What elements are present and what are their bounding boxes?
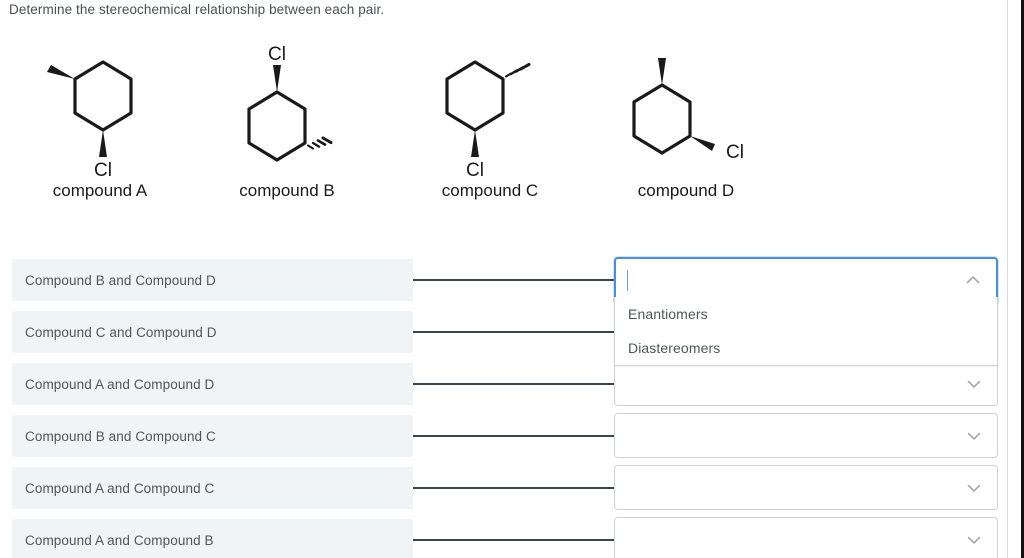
pair-item-1[interactable]: Compound B and Compound D — [12, 259, 413, 301]
connector-line-4 — [413, 435, 616, 437]
pair-item-4[interactable]: Compound B and Compound C — [12, 415, 413, 457]
pair-label: Compound B and Compound C — [25, 428, 216, 444]
chevron-up-icon[interactable] — [964, 271, 982, 289]
compound-A-label: compound A — [52, 181, 148, 200]
pair-label: Compound C and Compound D — [25, 324, 217, 340]
chevron-down-icon[interactable] — [965, 531, 983, 549]
dropdown-option-enantiomers[interactable]: Enantiomers — [615, 297, 997, 331]
relationship-select-6[interactable] — [614, 517, 998, 558]
pair-item-5[interactable]: Compound A and Compound C — [12, 467, 413, 509]
relationship-select-3[interactable] — [614, 361, 998, 406]
relationship-select-1[interactable] — [614, 257, 998, 302]
pair-label: Compound A and Compound D — [25, 376, 215, 392]
chevron-down-icon[interactable] — [965, 375, 983, 393]
table-row: Compound A and Compound D — [0, 359, 1007, 411]
chlorine-label: Cl — [466, 160, 484, 181]
chlorine-label: Cl — [94, 160, 112, 181]
compound-D-label: compound D — [637, 181, 735, 200]
compound-B-label: compound B — [239, 181, 335, 200]
text-caret — [627, 270, 628, 291]
compound-C-label: compound C — [441, 181, 539, 200]
compound-D-figure: Cl compound D — [586, 38, 786, 213]
page-title: Determine the stereochemical relationshi… — [9, 2, 385, 17]
methyl-dash-bond — [306, 136, 333, 150]
chevron-down-icon[interactable] — [965, 427, 983, 445]
methyl-wedge-bond — [47, 65, 75, 79]
pair-label: Compound A and Compound B — [25, 532, 214, 548]
chlorine-wedge-bond — [99, 130, 107, 157]
chlorine-wedge-bond — [273, 65, 281, 92]
dropdown-options-panel: Enantiomers Diastereomers — [614, 297, 998, 366]
connector-line-6 — [413, 539, 616, 541]
table-row: Compound B and Compound C — [0, 411, 1007, 463]
chlorine-label: Cl — [268, 44, 286, 65]
dropdown-option-diastereomers[interactable]: Diastereomers — [615, 331, 997, 365]
pair-label: Compound A and Compound C — [25, 480, 215, 496]
compound-B-figure: Cl compound B — [187, 38, 387, 213]
option-label: Enantiomers — [628, 306, 708, 322]
methyl-wedge-bond — [658, 58, 666, 85]
chlorine-wedge-bond — [690, 136, 715, 151]
connector-line-5 — [413, 487, 616, 489]
methyl-dash-bond — [504, 62, 531, 78]
connector-line-2 — [413, 331, 616, 333]
pair-item-3[interactable]: Compound A and Compound D — [12, 363, 413, 405]
chlorine-label: Cl — [726, 142, 744, 163]
relationship-select-4[interactable] — [614, 413, 998, 458]
window-right-edge — [1021, 0, 1024, 558]
pair-item-6[interactable]: Compound A and Compound B — [12, 519, 413, 558]
relationship-select-5[interactable] — [614, 465, 998, 510]
pair-item-2[interactable]: Compound C and Compound D — [12, 311, 413, 353]
pair-label: Compound B and Compound D — [25, 272, 216, 288]
table-row: Compound A and Compound B — [0, 515, 1007, 558]
table-row: Compound B and Compound D — [0, 255, 1007, 307]
chevron-down-icon[interactable] — [965, 479, 983, 497]
scrollbar-gutter[interactable] — [1007, 0, 1024, 558]
option-label: Diastereomers — [628, 340, 721, 356]
table-row: Compound A and Compound C — [0, 463, 1007, 515]
connector-line-3 — [413, 383, 616, 385]
compound-C-figure: Cl compound C — [390, 38, 590, 213]
matching-list: Compound B and Compound D Compound C and… — [0, 255, 1007, 558]
chlorine-wedge-bond — [471, 130, 479, 157]
compound-A-figure: Cl compound A — [0, 38, 200, 213]
connector-line-1 — [413, 279, 616, 281]
compound-gallery: Cl compound A Cl compound — [0, 38, 1007, 213]
